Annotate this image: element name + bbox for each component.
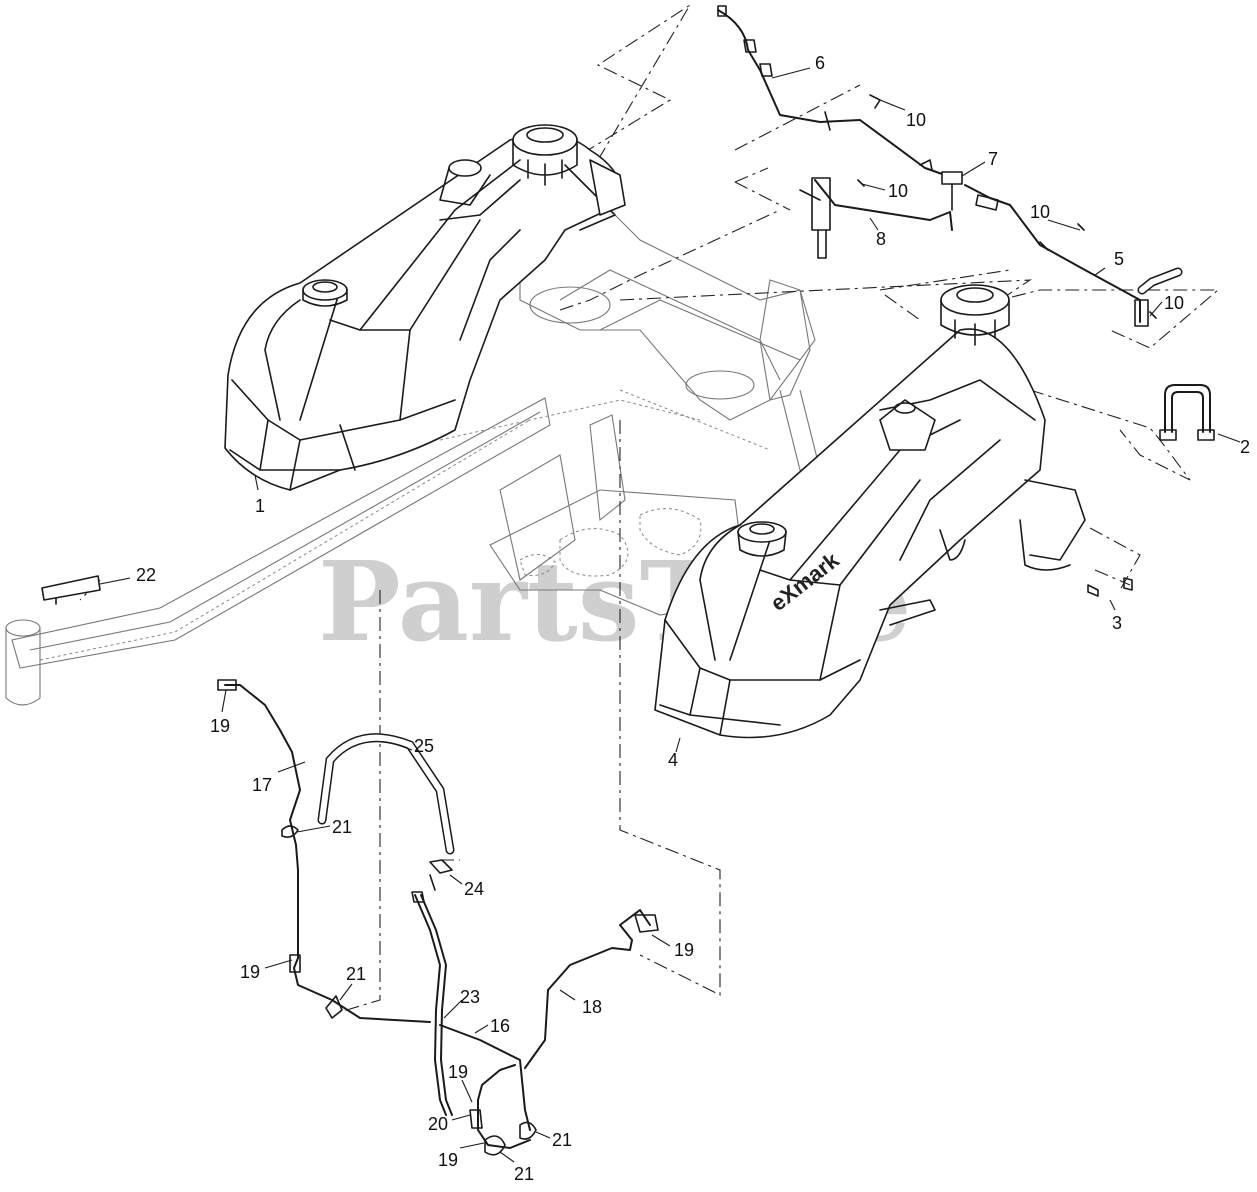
part-2-hose (1159, 384, 1215, 441)
callout-24: 24 (464, 879, 484, 899)
fuel-tank-1 (224, 124, 626, 491)
callout-19-c: 19 (674, 940, 694, 960)
callout-10-a: 10 (906, 110, 926, 130)
callout-6: 6 (815, 53, 825, 73)
callout-17: 17 (252, 775, 272, 795)
part-3-clips (1087, 577, 1133, 597)
callout-2: 2 (1240, 437, 1250, 457)
callout-leaders (99, 67, 1241, 1163)
callout-1: 1 (255, 496, 265, 516)
callout-5: 5 (1114, 249, 1124, 269)
callout-20: 20 (428, 1114, 448, 1134)
callout-8: 8 (876, 229, 886, 249)
callout-labels: 1 2 3 4 5 6 7 8 10 10 10 10 16 17 18 19 … (136, 53, 1250, 1184)
callout-21-d: 21 (514, 1164, 534, 1184)
frame-assembly (5, 199, 821, 706)
callout-22: 22 (136, 565, 156, 585)
callout-19-e: 19 (438, 1150, 458, 1170)
part-22-decal (41, 575, 101, 605)
callout-3: 3 (1112, 613, 1122, 633)
callout-23: 23 (460, 987, 480, 1007)
callout-10-c: 10 (1030, 202, 1050, 222)
callout-10-d: 10 (1164, 293, 1184, 313)
callout-25: 25 (414, 736, 434, 756)
callout-4: 4 (668, 750, 678, 770)
fuel-tank-4: eXmark (654, 284, 1086, 739)
callout-16: 16 (490, 1016, 510, 1036)
callout-7: 7 (988, 149, 998, 169)
callout-21-b: 21 (346, 964, 366, 984)
callout-10-b: 10 (888, 181, 908, 201)
callout-21-c: 21 (552, 1130, 572, 1150)
callout-18: 18 (582, 997, 602, 1017)
callout-21-a: 21 (332, 817, 352, 837)
callout-19-b: 19 (240, 962, 260, 982)
dash-lines (79, 4, 1220, 1013)
upper-hoses (717, 5, 1183, 327)
callout-19-d: 19 (448, 1062, 468, 1082)
callout-19-a: 19 (210, 716, 230, 736)
lower-hose-harness (217, 679, 659, 1156)
